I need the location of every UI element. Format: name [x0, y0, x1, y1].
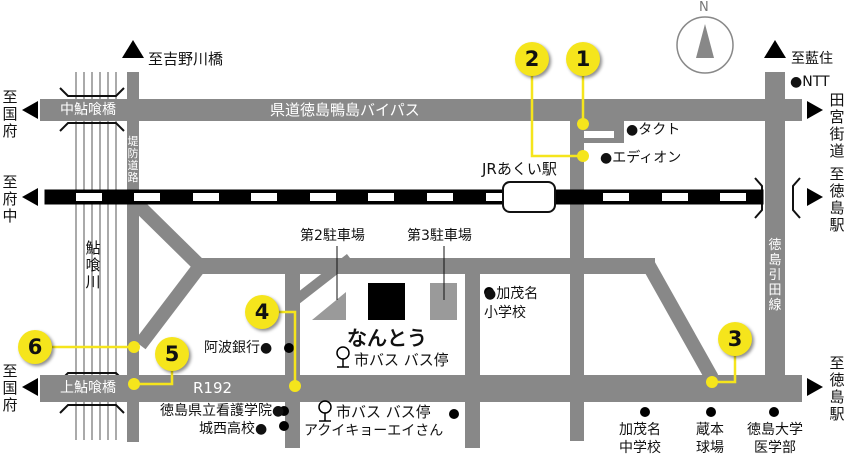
dest-fuchu: 至府中 — [2, 173, 18, 225]
marker-3[interactable]: 3 — [718, 322, 752, 356]
dest-kokufu-bottom: 至国府 — [2, 362, 18, 414]
middle-road — [200, 258, 655, 274]
diagonal-road-2 — [134, 261, 206, 350]
road-label-r192: R192 — [193, 379, 233, 397]
marker-1[interactable]: 1 — [566, 42, 600, 76]
road-label-naka-bridge: 中鮎喰橋 — [60, 102, 116, 118]
bypass-road — [40, 99, 802, 121]
parking-lot-2-label: 第2駐車場 — [300, 228, 365, 244]
parking-lot-3-label: 第3駐車場 — [407, 228, 472, 244]
landmark-josei-high: 城西高校● — [199, 421, 268, 437]
marker-6[interactable]: 6 — [18, 330, 52, 364]
railway-dashes — [76, 193, 746, 201]
railway — [44, 189, 764, 205]
landmark-dots — [279, 287, 779, 431]
parking-lot-2 — [312, 292, 346, 320]
landmark-nursing-school: 徳島県立看護学院● — [160, 403, 285, 419]
station-label: JRあくい駅 — [482, 160, 557, 178]
r192-road — [40, 375, 802, 402]
station-box — [502, 181, 556, 213]
landmark-kamona-junior: 加茂名 中学校 — [619, 422, 661, 456]
marker-5[interactable]: 5 — [155, 337, 189, 371]
road-label-bypass: 県道徳島鴨島バイパス — [270, 101, 420, 119]
landmark-takuto: ●タクト — [626, 122, 681, 138]
marker-dots — [128, 118, 718, 392]
dest-tokushima-station-mid: 至徳島駅 — [829, 165, 845, 234]
bus-stop-icons — [318, 346, 350, 422]
bus-stop-label-2: 市バス バス停 — [336, 403, 431, 421]
road-label-hikita: 徳島引田線 — [768, 238, 782, 313]
main-building — [368, 283, 405, 320]
road-label-embankment: 堤防道路 — [127, 135, 139, 184]
landmark-akyukyo-a: アクイキョーエイさん — [304, 423, 444, 439]
station-road — [570, 121, 584, 441]
dest-yoshinogawa-bridge: 至吉野川橋 — [148, 50, 224, 68]
west-road — [285, 258, 300, 448]
marker-2[interactable]: 2 — [515, 42, 549, 76]
dest-tamiya-kaido: 田宮街道 — [829, 91, 845, 160]
east-road — [465, 258, 480, 448]
marker-4[interactable]: 4 — [245, 295, 279, 329]
landmark-edion: ●エディオン — [600, 150, 682, 166]
diagonal-road-3 — [641, 260, 719, 382]
bus-stop-label-1: 市バス バス停 — [354, 351, 449, 369]
direction-arrows — [22, 40, 823, 396]
dest-aizumi: 至藍住 — [791, 51, 833, 67]
dest-tokushima-station-bottom: 至徳島駅 — [829, 354, 845, 423]
compass — [676, 16, 734, 74]
dest-kokufu-top: 至国府 — [2, 88, 18, 140]
parking-road — [292, 254, 354, 304]
landmark-awa-bank: 阿波銀行● — [204, 340, 273, 356]
compass-north-label: N — [699, 0, 709, 15]
landmark-ntt: ●NTT — [790, 74, 830, 90]
nanto-label: なんとう — [347, 326, 427, 350]
river-label: 鮎喰川 — [85, 239, 101, 291]
diagonal-road-1 — [133, 200, 205, 271]
road-label-kami-bridge: 上鮎喰橋 — [60, 380, 116, 396]
landmark-kuramoto-ballpark: 蔵本 球場 — [696, 422, 724, 456]
hikita-road — [765, 72, 785, 402]
landmark-kamona-elementary: ●加茂名 小学校 — [484, 286, 539, 321]
landmark-tokushima-univ-med: 徳島大学 医学部 — [747, 422, 803, 456]
